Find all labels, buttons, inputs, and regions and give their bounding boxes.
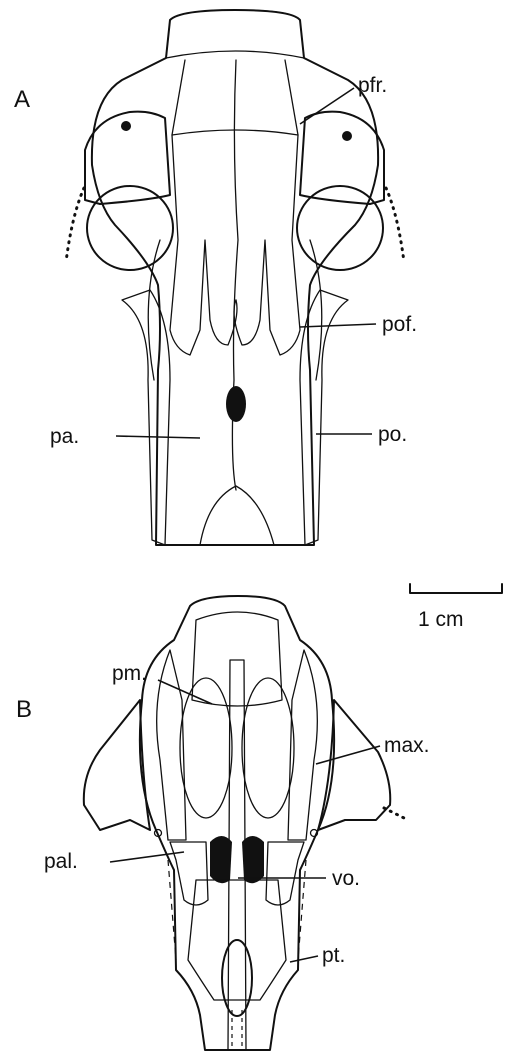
label-pt: pt. xyxy=(322,944,345,967)
panel-a-label: A xyxy=(14,86,30,113)
label-pof: pof. xyxy=(382,313,417,336)
scale-bar: 1 cm xyxy=(410,584,502,631)
label-pfr: pfr. xyxy=(358,74,387,97)
panel-b-label: B xyxy=(16,696,32,723)
label-pm: pm. xyxy=(112,662,147,685)
scale-bar-label: 1 cm xyxy=(418,608,464,631)
label-max: max. xyxy=(384,734,430,757)
dorsal-skull-drawing xyxy=(66,10,404,545)
label-vo: vo. xyxy=(332,867,360,890)
label-pa: pa. xyxy=(50,425,79,448)
label-pal: pal. xyxy=(44,850,78,873)
label-po: po. xyxy=(378,423,407,446)
